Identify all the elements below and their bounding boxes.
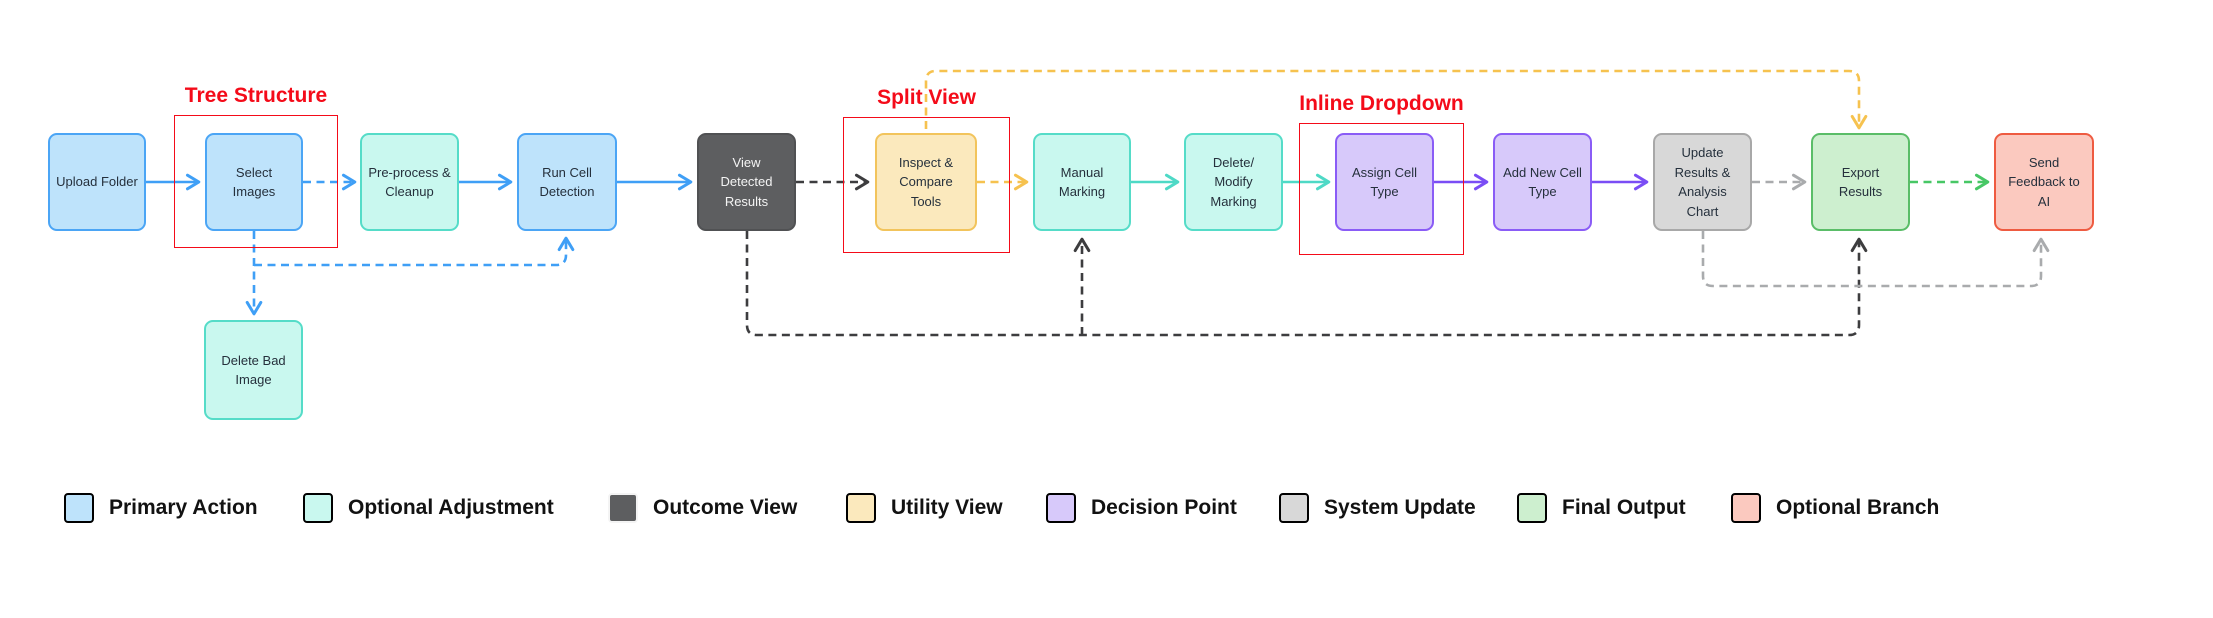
legend-item-utility-view: Utility View [846,493,1003,523]
node-inspect-compare-tools: Inspect & Compare Tools [875,133,977,231]
node-label: Update Results & Analysis Chart [1674,145,1731,219]
annotation-label-inline-dropdown: Inline Dropdown [1299,92,1464,115]
legend-swatch-utility [846,493,876,523]
annotation-box-tree-structure [174,115,338,248]
node-label: Pre-process & Cleanup [368,164,451,200]
node-label: Select Images [232,164,276,200]
annotation-box-split-view [843,117,1010,253]
node-assign-cell-type: Assign Cell Type [1335,133,1434,231]
node-update-results-chart: Update Results & Analysis Chart [1653,133,1752,231]
legend-swatch-outcome [608,493,638,523]
node-run-cell-detection: Run Cell Detection [517,133,617,231]
legend-item-decision-point: Decision Point [1046,493,1237,523]
legend-label: Outcome View [653,496,798,519]
node-label: Export Results [1838,164,1883,200]
legend-item-final-output: Final Output [1517,493,1686,523]
node-label: Upload Folder [56,174,138,190]
node-send-feedback-ai: Send Feedback to AI [1994,133,2094,231]
legend-swatch-branch [1731,493,1761,523]
node-label: Add New Cell Type [1503,164,1582,200]
legend-swatch-decision [1046,493,1076,523]
edge-update-loop-to-feedback [1701,231,2050,288]
node-label: Inspect & Compare Tools [898,154,954,209]
legend-swatch-final [1517,493,1547,523]
legend-label: Utility View [891,496,1003,519]
annotation-label-split-view: Split View [877,86,976,109]
legend-swatch-primary [64,493,94,523]
legend-item-outcome-view: Outcome View [608,493,797,523]
node-label: Run Cell Detection [539,164,595,200]
legend-swatch-system [1279,493,1309,523]
legend-item-system-update: System Update [1279,493,1476,523]
node-label: Manual Marking [1058,164,1106,200]
legend-item-optional-branch: Optional Branch [1731,493,1939,523]
edge-inspect-loop-to-export [924,69,1868,130]
edge-select-loop-to-runcell [254,236,575,267]
node-label: View Detected Results [720,154,773,209]
legend-label: Optional Adjustment [348,496,554,519]
annotation-box-inline-dropdown [1299,123,1464,255]
node-select-images: Select Images [205,133,303,231]
node-pre-process-cleanup: Pre-process & Cleanup [360,133,459,231]
edge-view-loop-to-export [745,231,1868,337]
node-upload-folder: Upload Folder [48,133,146,231]
node-view-detected-results: View Detected Results [697,133,796,231]
legend-label: Optional Branch [1776,496,1940,519]
node-label: Send Feedback to AI [2008,154,2080,209]
node-label: Delete Bad Image [221,352,286,388]
annotation-label-tree-structure: Tree Structure [184,84,328,107]
node-delete-bad-image: Delete Bad Image [204,320,303,420]
legend-label: Primary Action [109,496,258,519]
node-manual-marking: Manual Marking [1033,133,1131,231]
legend-item-optional-adjustment: Optional Adjustment [303,493,554,523]
legend-item-primary-action: Primary Action [64,493,258,523]
node-label: Delete/ Modify Marking [1210,154,1257,209]
legend-swatch-optional [303,493,333,523]
node-add-new-cell-type: Add New Cell Type [1493,133,1592,231]
node-export-results: Export Results [1811,133,1910,231]
node-delete-modify-marking: Delete/ Modify Marking [1184,133,1283,231]
node-label: Assign Cell Type [1351,164,1418,200]
legend-label: Decision Point [1091,496,1237,519]
legend-label: System Update [1324,496,1476,519]
legend-label: Final Output [1562,496,1686,519]
